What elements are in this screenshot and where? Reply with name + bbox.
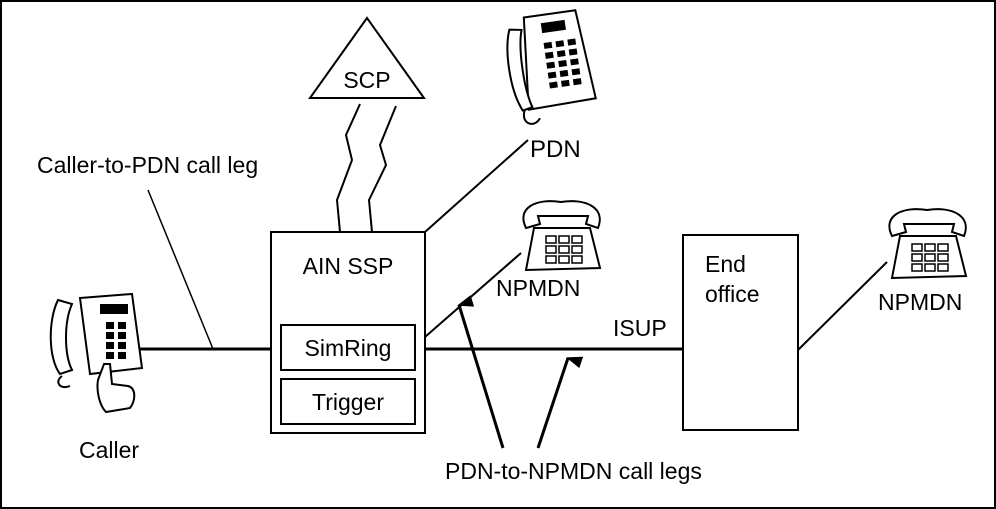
- end-office-label-line2: office: [705, 281, 760, 307]
- handset-phone-icon: [49, 292, 144, 414]
- end-office-label-line1: End: [705, 251, 746, 277]
- ain-ssp-node: AIN SSP SimRing Trigger: [270, 231, 426, 434]
- ssp-to-npmdn-line: [424, 252, 522, 338]
- pdn-to-npmdn-label: PDN-to-NPMDN call legs: [445, 458, 702, 484]
- pdn-npmdn-arrow-2: [536, 356, 584, 449]
- caller-to-pdn-label: Caller-to-PDN call leg: [37, 152, 258, 178]
- end-office-node: End office: [682, 234, 799, 431]
- scp-link-left: [335, 103, 361, 233]
- ssp-to-pdn-line: [424, 139, 529, 233]
- trigger-label: Trigger: [312, 389, 384, 415]
- rotary-phone-icon: [888, 208, 968, 280]
- caller-to-pdn-callout: [147, 189, 214, 350]
- rotary-phone-icon: [522, 200, 602, 272]
- caller-label: Caller: [79, 437, 139, 463]
- scp-link-right: [367, 105, 397, 233]
- ain-ssp-label: AIN SSP: [303, 253, 394, 279]
- end-office-to-npmdn-line: [797, 261, 888, 351]
- scp-node: SCP: [308, 16, 426, 99]
- npmdn-right-label: NPMDN: [878, 289, 962, 315]
- pdn-label: PDN: [530, 136, 581, 163]
- desk-phone-icon: [506, 9, 597, 125]
- simring-box: [280, 324, 416, 371]
- simring-label: SimRing: [305, 335, 392, 361]
- npmdn-middle-label: NPMDN: [496, 275, 580, 301]
- scp-label: SCP: [343, 67, 390, 93]
- trigger-box: [280, 378, 416, 425]
- isup-label: ISUP: [613, 315, 667, 341]
- pdn-npmdn-arrow-1: [457, 295, 505, 449]
